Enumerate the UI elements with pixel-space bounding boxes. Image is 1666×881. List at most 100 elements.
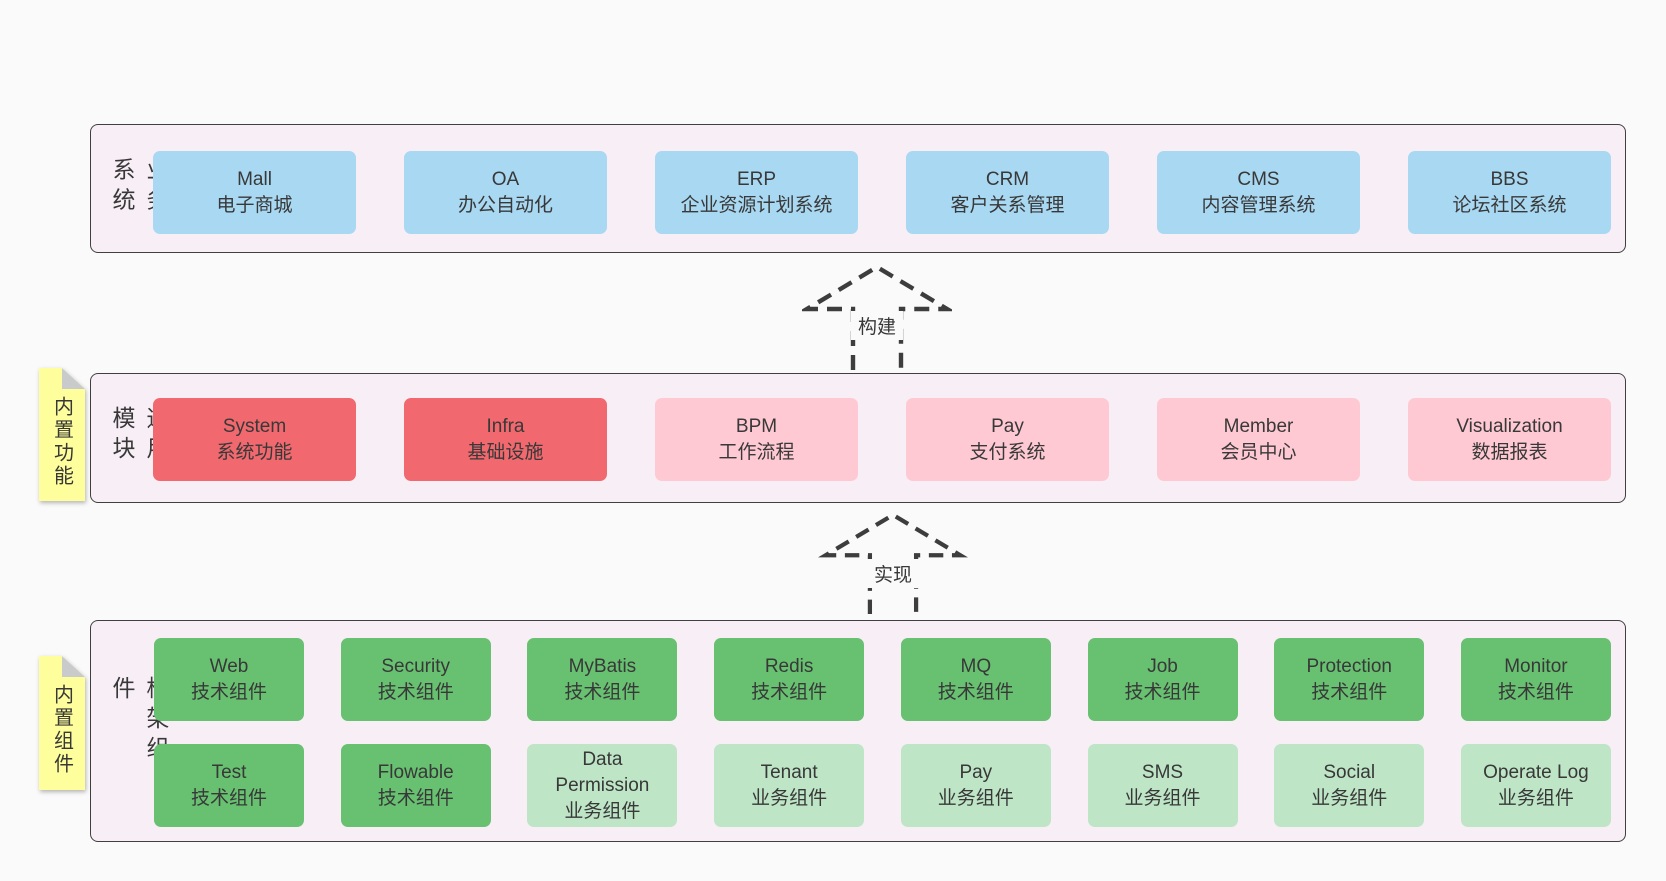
box-zh-label: 业务组件 [564, 800, 641, 822]
box-crm: CRM 客户关系管理 [906, 151, 1109, 234]
box-zh-label: 企业资源计划系统 [680, 194, 833, 216]
box-zh-label: 会员中心 [1220, 441, 1297, 463]
box-zh-label: 业务组件 [937, 787, 1014, 809]
sticky-note: 内置组件 [39, 656, 85, 790]
box-zh-label: 内容管理系统 [1201, 194, 1316, 216]
folded-corner-icon [62, 368, 85, 389]
box-mall: Mall 电子商城 [153, 151, 356, 234]
box-zh-label: 支付系统 [969, 441, 1046, 463]
box-sms: SMS 业务组件 [1087, 744, 1238, 827]
box-zh-label: 技术组件 [1311, 681, 1388, 703]
box-en-label: BPM [735, 415, 778, 437]
box-zh-label: 业务组件 [1497, 787, 1574, 809]
box-zh-label: 技术组件 [937, 681, 1014, 703]
box-zh-label: 技术组件 [1497, 681, 1574, 703]
band-framework-components: 内置组件 框架组件 Web 技术组件 Security 技术组件 MyBatis… [90, 620, 1626, 842]
box-erp: ERP 企业资源计划系统 [655, 151, 858, 234]
box-en-label: Pay [991, 415, 1024, 437]
box-en-label: BBS [1490, 168, 1529, 190]
box-en-label: Data Permission [555, 748, 650, 796]
box-zh-label: 技术组件 [564, 681, 641, 703]
box-job: Job 技术组件 [1087, 638, 1238, 721]
box-en-label: MyBatis [568, 655, 637, 677]
box-en-label: Pay [959, 761, 993, 783]
implement-arrow-label: 实现 [866, 559, 920, 588]
box-en-label: Redis [764, 655, 814, 677]
box-zh-label: 技术组件 [1124, 681, 1201, 703]
build-arrow: 构建 [802, 264, 952, 370]
box-web: Web 技术组件 [154, 638, 304, 721]
box-en-label: Web [209, 655, 249, 677]
box-zh-label: 技术组件 [190, 787, 267, 809]
box-zh-label: 基础设施 [467, 441, 544, 463]
box-en-label: Tenant [760, 761, 818, 783]
box-zh-label: 业务组件 [1124, 787, 1201, 809]
box-bbs: BBS 论坛社区系统 [1408, 151, 1611, 234]
sticky-note-builtin-features: 内置功能 [39, 368, 85, 501]
sticky-note-builtin-components: 内置组件 [39, 656, 85, 790]
box-monitor: Monitor 技术组件 [1460, 638, 1611, 721]
box-oa: OA 办公自动化 [404, 151, 607, 234]
folded-corner-icon [62, 656, 85, 677]
box-zh-label: 工作流程 [718, 441, 795, 463]
sticky-note: 内置功能 [39, 368, 85, 501]
box-zh-label: 办公自动化 [457, 194, 553, 216]
box-en-label: SMS [1141, 761, 1184, 783]
box-visualization: Visualization 数据报表 [1408, 398, 1611, 481]
box-en-label: Test [211, 761, 247, 783]
note-text: 内置组件 [50, 684, 73, 776]
box-protection: Protection 技术组件 [1274, 638, 1425, 721]
box-en-label: OA [491, 168, 520, 190]
box-zh-label: 业务组件 [751, 787, 828, 809]
box-pay-business: Pay 业务组件 [900, 744, 1051, 827]
box-en-label: Protection [1306, 655, 1392, 677]
band-common-modules: 内置功能 通用模块 System 系统功能 Infra 基础设施 BPM 工作流… [90, 373, 1626, 503]
box-zh-label: 技术组件 [377, 681, 454, 703]
implement-arrow: 实现 [818, 512, 968, 614]
box-pay: Pay 支付系统 [906, 398, 1109, 481]
component-box-row-2: Test 技术组件 Flowable 技术组件 Data Permission … [154, 744, 1611, 827]
business-box-row: Mall 电子商城 OA 办公自动化 ERP 企业资源计划系统 CRM 客户关系… [153, 151, 1611, 234]
box-zh-label: 电子商城 [216, 194, 293, 216]
box-redis: Redis 技术组件 [714, 638, 865, 721]
box-zh-label: 技术组件 [190, 681, 267, 703]
box-flowable: Flowable 技术组件 [340, 744, 491, 827]
box-en-label: Security [381, 655, 451, 677]
box-tenant: Tenant 业务组件 [714, 744, 865, 827]
box-en-label: System [222, 415, 287, 437]
box-mybatis: MyBatis 技术组件 [527, 638, 678, 721]
box-en-label: Infra [486, 415, 525, 437]
up-arrow-icon [818, 512, 968, 614]
box-zh-label: 业务组件 [1311, 787, 1388, 809]
up-arrow-icon [802, 264, 952, 370]
component-box-row-1: Web 技术组件 Security 技术组件 MyBatis 技术组件 Redi… [154, 638, 1611, 721]
box-zh-label: 论坛社区系统 [1452, 194, 1567, 216]
box-en-label: Member [1223, 415, 1294, 437]
band-business-systems: 业务系统 Mall 电子商城 OA 办公自动化 ERP 企业资源计划系统 CRM… [90, 124, 1626, 253]
box-test: Test 技术组件 [154, 744, 304, 827]
box-en-label: CRM [985, 168, 1030, 190]
box-mq: MQ 技术组件 [900, 638, 1051, 721]
box-system: System 系统功能 [153, 398, 356, 481]
box-zh-label: 数据报表 [1471, 441, 1548, 463]
box-security: Security 技术组件 [340, 638, 491, 721]
box-en-label: Monitor [1504, 655, 1568, 677]
box-data-permission: Data Permission 业务组件 [527, 744, 678, 827]
box-operate-log: Operate Log 业务组件 [1460, 744, 1611, 827]
box-zh-label: 客户关系管理 [950, 194, 1065, 216]
box-en-label: MQ [960, 655, 992, 677]
box-zh-label: 技术组件 [377, 787, 454, 809]
box-bpm: BPM 工作流程 [655, 398, 858, 481]
box-en-label: CMS [1237, 168, 1280, 190]
box-social: Social 业务组件 [1274, 744, 1425, 827]
box-en-label: Mall [237, 168, 272, 190]
box-en-label: ERP [736, 168, 777, 190]
box-cms: CMS 内容管理系统 [1157, 151, 1360, 234]
box-infra: Infra 基础设施 [404, 398, 607, 481]
note-text: 内置功能 [50, 395, 73, 488]
box-en-label: Job [1147, 655, 1178, 677]
box-member: Member 会员中心 [1157, 398, 1360, 481]
box-en-label: Visualization [1456, 415, 1563, 437]
box-zh-label: 技术组件 [751, 681, 828, 703]
